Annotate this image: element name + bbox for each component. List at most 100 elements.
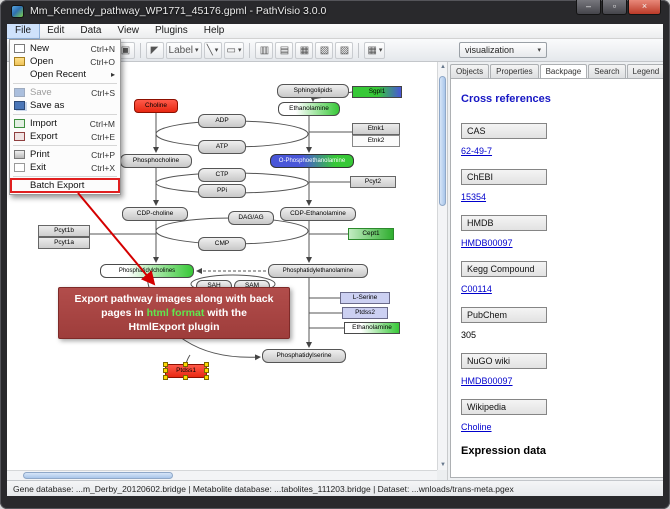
grid-icon[interactable]: ▦▾ — [364, 41, 386, 59]
label-tool-text: Label — [168, 44, 193, 56]
pathway-node-ethanolamine[interactable]: Ethanolamine — [344, 322, 400, 334]
vertical-scrollbar[interactable]: ▲ ▼ — [437, 62, 447, 470]
menu-separator — [13, 145, 117, 146]
pathway-node-ppi[interactable]: PPi — [198, 184, 246, 198]
tab-objects[interactable]: Objects — [450, 64, 490, 78]
maximize-button[interactable]: ▫ — [602, 0, 627, 15]
selection-handle[interactable] — [163, 375, 168, 380]
pathway-node-ptdss2[interactable]: Ptdss2 — [342, 307, 388, 319]
pathway-node-phosphatidylserine[interactable]: Phosphatidylserine — [262, 349, 346, 363]
xref-id-link[interactable]: 62-49-7 — [461, 146, 493, 156]
file-menu-item-open-recent[interactable]: Open Recent▸ — [11, 68, 119, 81]
pathway-node-etnk2[interactable]: Etnk2 — [352, 135, 400, 147]
pathway-node-pcyt1a[interactable]: Pcyt1a — [38, 237, 90, 249]
xref-id-link[interactable]: HMDB00097 — [461, 376, 513, 386]
callout-line1: Export pathway images along with back — [74, 292, 274, 305]
selection-handle[interactable] — [163, 362, 168, 367]
pathway-node-ctp[interactable]: CTP — [198, 168, 246, 182]
selection-handle[interactable] — [183, 375, 188, 380]
tab-search[interactable]: Search — [588, 64, 626, 78]
titlebar[interactable]: Mm_Kennedy_pathway_WP1771_45176.gpml - P… — [0, 0, 670, 24]
selection-handle[interactable] — [163, 368, 168, 373]
distribute-vertical-icon[interactable]: ▨ — [335, 41, 354, 59]
menu-item-label: Exit — [30, 162, 46, 173]
pathway-node-sgpl1[interactable]: Sgpl1 — [352, 86, 402, 98]
pathway-node-phosphatidylethanolamine[interactable]: Phosphatidylethanolamine — [268, 264, 368, 278]
toolbar-separator — [139, 42, 141, 58]
file-menu-item-save[interactable]: Save Ctrl+S — [11, 86, 119, 99]
menu-edit[interactable]: Edit — [47, 25, 65, 36]
file-menu-item-print[interactable]: Print Ctrl+P — [11, 148, 119, 161]
vertical-scroll-thumb[interactable] — [439, 76, 446, 206]
menu-item-label: Print — [30, 149, 50, 160]
exit-icon — [14, 163, 25, 172]
distribute-horizontal-icon[interactable]: ▧ — [315, 41, 334, 59]
pathway-node-l-serine[interactable]: L-Serine — [340, 292, 390, 304]
horizontal-scroll-thumb[interactable] — [23, 472, 173, 479]
xref-id-link[interactable]: HMDB00097 — [461, 238, 513, 248]
line-tool-button[interactable]: ╲▾ — [203, 41, 222, 59]
select-tool-icon[interactable]: ◤ — [145, 41, 164, 59]
menu-item-label: Save — [30, 87, 52, 98]
selection-handle[interactable] — [204, 375, 209, 380]
pathway-node-pcyt2[interactable]: Pcyt2 — [350, 176, 396, 188]
menu-item-shortcut: Ctrl+S — [91, 87, 115, 98]
horizontal-scrollbar[interactable] — [7, 470, 437, 480]
menu-view[interactable]: View — [117, 25, 139, 36]
align-top-icon[interactable]: ▦ — [295, 41, 314, 59]
menu-data[interactable]: Data — [80, 25, 102, 36]
pathway-node-etnk1[interactable]: Etnk1 — [352, 123, 400, 135]
selection-handle[interactable] — [204, 362, 209, 367]
pathway-node-cdp-choline[interactable]: CDP-choline — [122, 207, 188, 221]
menu-plugins[interactable]: Plugins — [154, 25, 188, 36]
visualization-combobox[interactable]: visualization ▾ — [459, 42, 547, 58]
label-tool-button[interactable]: Label ▾ — [165, 41, 202, 59]
selection-handle[interactable] — [183, 362, 188, 367]
pathway-node-ethanolamine[interactable]: Ethanolamine — [278, 102, 340, 116]
menu-item-shortcut: Ctrl+P — [91, 149, 115, 160]
shape-tool-button[interactable]: ▭▾ — [223, 41, 245, 59]
pathway-node-pcyt1b[interactable]: Pcyt1b — [38, 225, 90, 237]
pathway-node-cmp[interactable]: CMP — [198, 237, 246, 251]
pathway-node-cept1[interactable]: Cept1 — [348, 228, 394, 240]
pathway-node-sphingolipids[interactable]: Sphingolipids — [277, 84, 349, 98]
pathway-node-choline[interactable]: Choline — [134, 99, 178, 113]
pathway-node-phosphocholine[interactable]: Phosphocholine — [120, 154, 192, 168]
pathway-node-o-phosphoethanolamine[interactable]: O-Phosphoethanolamine — [270, 154, 354, 168]
window-title: Mm_Kennedy_pathway_WP1771_45176.gpml - P… — [30, 5, 327, 17]
pathway-node-dag-ag[interactable]: DAG/AG — [228, 211, 274, 225]
scroll-down-icon[interactable]: ▼ — [440, 462, 446, 468]
xref-id-link[interactable]: 15354 — [461, 192, 487, 202]
minimize-button[interactable]: – — [576, 0, 601, 15]
callout-highlight: html format — [146, 306, 205, 319]
pathway-node-ptdss1[interactable]: Ptdss1 — [163, 362, 209, 380]
xref-id-link[interactable]: Choline — [461, 422, 492, 432]
tab-properties[interactable]: Properties — [490, 64, 539, 78]
pathway-node-cdp-ethanolamine[interactable]: CDP-Ethanolamine — [280, 207, 356, 221]
menu-file[interactable]: File — [7, 24, 41, 39]
toolbar-separator — [358, 42, 360, 58]
pathway-node-atp[interactable]: ATP — [198, 140, 246, 154]
tab-backpage[interactable]: Backpage — [539, 64, 588, 78]
menu-item-label: Import — [30, 118, 57, 129]
pathway-node-adp[interactable]: ADP — [198, 114, 246, 128]
tab-legend[interactable]: Legend — [626, 64, 663, 78]
menu-help[interactable]: Help — [203, 25, 225, 36]
pathway-node-phosphatidylcholines[interactable]: Phosphatidylcholines — [100, 264, 194, 278]
close-button[interactable]: × — [628, 0, 661, 15]
menu-item-label: New — [30, 43, 50, 54]
align-left-icon[interactable]: ▥ — [255, 41, 274, 59]
xref-id-link[interactable]: C00114 — [461, 284, 492, 294]
file-menu-item-batch-export[interactable]: Batch Export — [10, 178, 120, 193]
selection-handle[interactable] — [204, 368, 209, 373]
align-center-icon[interactable]: ▤ — [275, 41, 294, 59]
scroll-up-icon[interactable]: ▲ — [440, 64, 446, 70]
file-menu-item-save-as[interactable]: Save as — [11, 99, 119, 112]
